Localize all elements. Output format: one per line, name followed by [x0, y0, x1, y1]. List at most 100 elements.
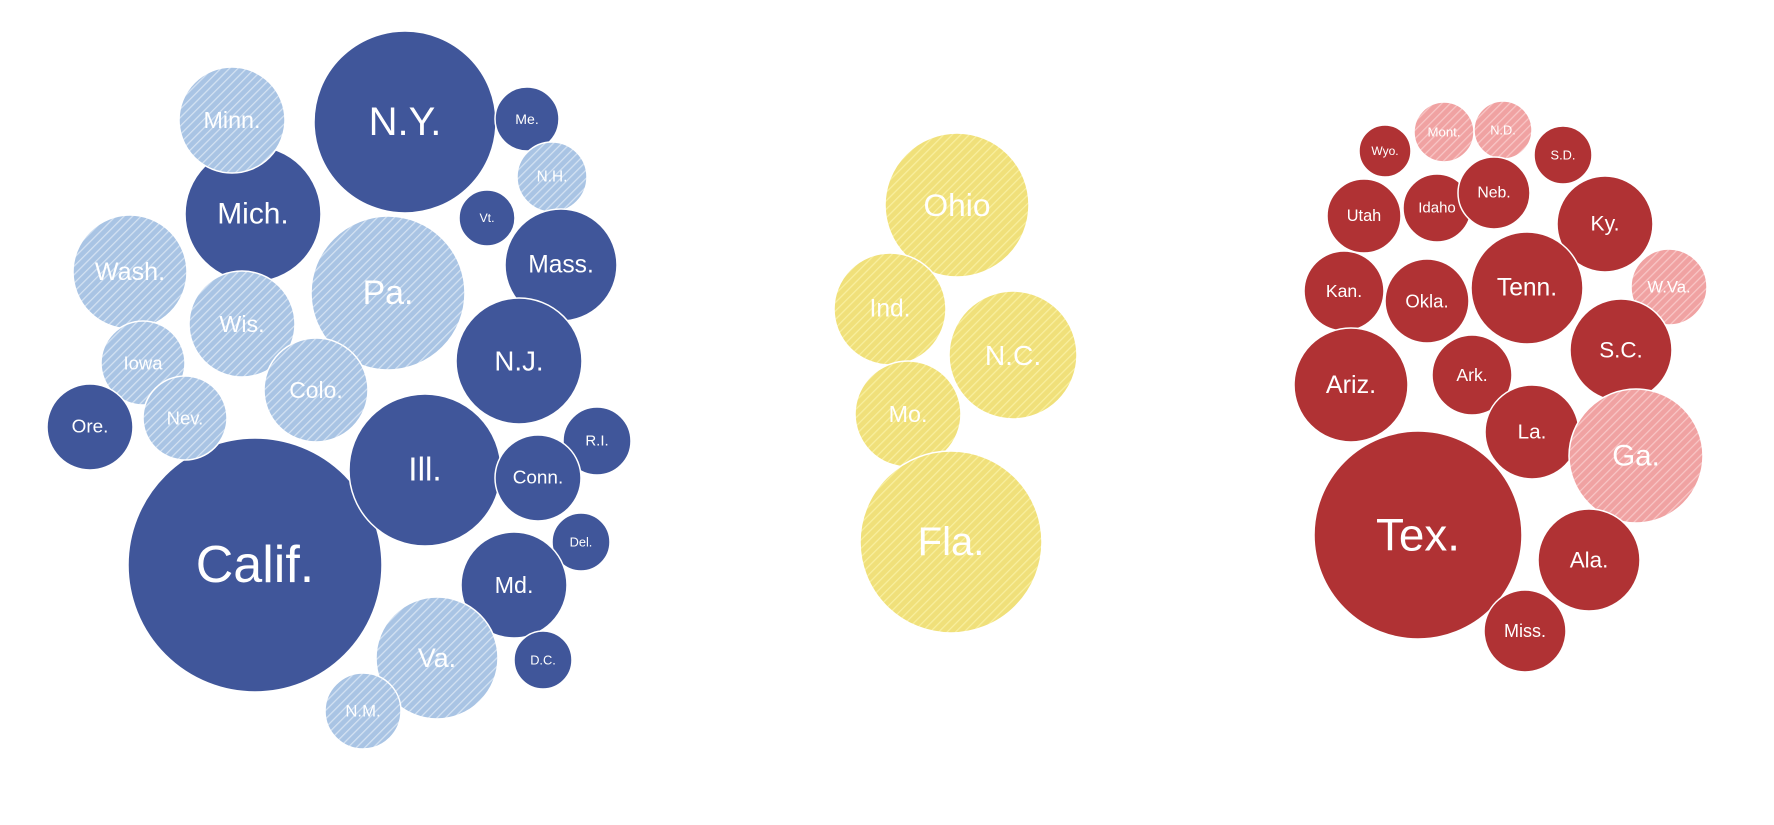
- bubble-fla: Fla.: [859, 450, 1043, 634]
- bubble-label-conn: Conn.: [513, 468, 563, 489]
- bubble-circle-nev: [142, 375, 228, 461]
- bubble-calif: Calif.: [127, 437, 383, 693]
- bubble-circle-neb: [1457, 156, 1531, 230]
- bubble-label-n-h: N.H.: [537, 169, 568, 186]
- bubble-label-tenn: Tenn.: [1497, 275, 1557, 302]
- bubble-tenn: Tenn.: [1470, 231, 1584, 345]
- bubble-ky: Ky.: [1556, 175, 1654, 273]
- bubble-circle-s-d: [1533, 125, 1593, 185]
- bubble-circle-w-va: [1630, 248, 1708, 326]
- bubble-label-vt: Vt.: [479, 211, 494, 225]
- bubble-label-pa: Pa.: [363, 274, 414, 312]
- bubble-circle-pa: [310, 215, 466, 371]
- bubble-circle-wis: [188, 270, 296, 378]
- bubble-kan: Kan.: [1303, 250, 1385, 332]
- bubble-label-ark: Ark.: [1456, 365, 1487, 385]
- bubble-circle-ala: [1537, 508, 1641, 612]
- bubble-circle-ariz: [1293, 327, 1409, 443]
- bubble-label-s-d: S.D.: [1551, 148, 1576, 163]
- bubble-me: Me.: [494, 86, 560, 152]
- bubble-label-ore: Ore.: [72, 417, 109, 438]
- bubble-tex: Tex.: [1313, 430, 1523, 640]
- bubble-label-n-d: N.D.: [1490, 123, 1516, 138]
- bubble-neb: Neb.: [1457, 156, 1531, 230]
- bubble-label-wyo: Wyo.: [1371, 144, 1398, 158]
- bubble-pa: Pa.: [310, 215, 466, 371]
- bubble-label-minn: Minn.: [204, 107, 261, 133]
- bubble-okla: Okla.: [1384, 258, 1470, 344]
- bubble-miss: Miss.: [1483, 589, 1567, 673]
- bubble-label-miss: Miss.: [1504, 621, 1546, 641]
- bubble-label-n-m: N.M.: [345, 702, 380, 721]
- bubble-colo: Colo.: [263, 337, 369, 443]
- bubble-ind: Ind.: [833, 252, 947, 366]
- bubble-label-d-c: D.C.: [530, 653, 556, 668]
- bubble-circle-utah: [1326, 178, 1402, 254]
- bubble-utah: Utah: [1326, 178, 1402, 254]
- bubble-circle-n-m: [324, 672, 402, 750]
- bubble-circle-vt: [458, 189, 516, 247]
- bubble-circle-r-i: [562, 406, 632, 476]
- bubble-label-calif: Calif.: [196, 536, 314, 594]
- bubble-circle-ore: [46, 383, 134, 471]
- bubble-circle-ky: [1556, 175, 1654, 273]
- bubble-circle-d-c: [513, 630, 573, 690]
- bubble-d-c: D.C.: [513, 630, 573, 690]
- bubble-circle-colo: [263, 337, 369, 443]
- bubble-label-ind: Ind.: [869, 296, 910, 323]
- bubble-circle-okla: [1384, 258, 1470, 344]
- bubble-circle-miss: [1483, 589, 1567, 673]
- bubble-nev: Nev.: [142, 375, 228, 461]
- bubble-circle-del: [551, 512, 611, 572]
- bubble-label-r-i: R.I.: [585, 433, 608, 450]
- bubble-label-la: La.: [1518, 421, 1547, 444]
- bubble-ark: Ark.: [1431, 334, 1513, 416]
- bubble-label-s-c: S.C.: [1599, 338, 1643, 363]
- bubble-label-utah: Utah: [1347, 207, 1381, 225]
- bubble-mont: Mont.: [1413, 101, 1475, 163]
- bubble-conn: Conn.: [494, 434, 582, 522]
- bubble-label-n-y: N.Y.: [369, 100, 442, 144]
- bubble-label-mich: Mich.: [217, 198, 288, 231]
- bubble-circle-tex: [1313, 430, 1523, 640]
- bubble-label-del: Del.: [570, 535, 593, 550]
- bubble-circle-minn: [178, 66, 286, 174]
- bubble-la: La.: [1484, 384, 1580, 480]
- bubble-label-kan: Kan.: [1326, 281, 1362, 301]
- bubble-mich: Mich.: [184, 145, 322, 283]
- bubble-n-d: N.D.: [1473, 100, 1533, 160]
- bubble-label-n-c: N.C.: [985, 339, 1041, 371]
- bubble-label-colo: Colo.: [289, 377, 342, 403]
- bubble-n-c: N.C.: [948, 290, 1078, 420]
- bubble-n-h: N.H.: [516, 141, 588, 213]
- bubble-label-wash: Wash.: [95, 258, 165, 286]
- bubble-mo: Mo.: [854, 360, 962, 468]
- bubble-n-j: N.J.: [455, 297, 583, 425]
- bubble-label-md: Md.: [495, 572, 534, 598]
- bubble-md: Md.: [460, 531, 568, 639]
- bubble-circle-calif: [127, 437, 383, 693]
- bubble-circle-ga: [1568, 388, 1704, 524]
- bubble-idaho: Idaho: [1402, 173, 1472, 243]
- bubble-circle-conn: [494, 434, 582, 522]
- bubble-label-n-j: N.J.: [494, 346, 543, 377]
- bubble-wyo: Wyo.: [1358, 124, 1412, 178]
- bubble-s-d: S.D.: [1533, 125, 1593, 185]
- bubble-circle-wyo: [1358, 124, 1412, 178]
- bubble-label-ga: Ga.: [1612, 440, 1660, 473]
- bubble-label-wis: Wis.: [219, 311, 264, 337]
- bubble-ala: Ala.: [1537, 508, 1641, 612]
- bubble-layer: Calif.N.Y.Mich.Minn.Me.N.H.Vt.Mass.Wash.…: [46, 30, 1708, 750]
- bubble-label-ohio: Ohio: [924, 187, 991, 223]
- bubble-label-fla: Fla.: [918, 520, 985, 564]
- bubble-label-va: Va.: [418, 643, 456, 673]
- bubble-wash: Wash.: [72, 214, 188, 330]
- bubble-wis: Wis.: [188, 270, 296, 378]
- bubble-ariz: Ariz.: [1293, 327, 1409, 443]
- bubble-del: Del.: [551, 512, 611, 572]
- bubble-label-ky: Ky.: [1591, 213, 1620, 236]
- bubble-s-c: S.C.: [1569, 298, 1673, 402]
- bubble-label-iowa: Iowa: [123, 353, 163, 374]
- bubble-circle-va: [375, 596, 499, 720]
